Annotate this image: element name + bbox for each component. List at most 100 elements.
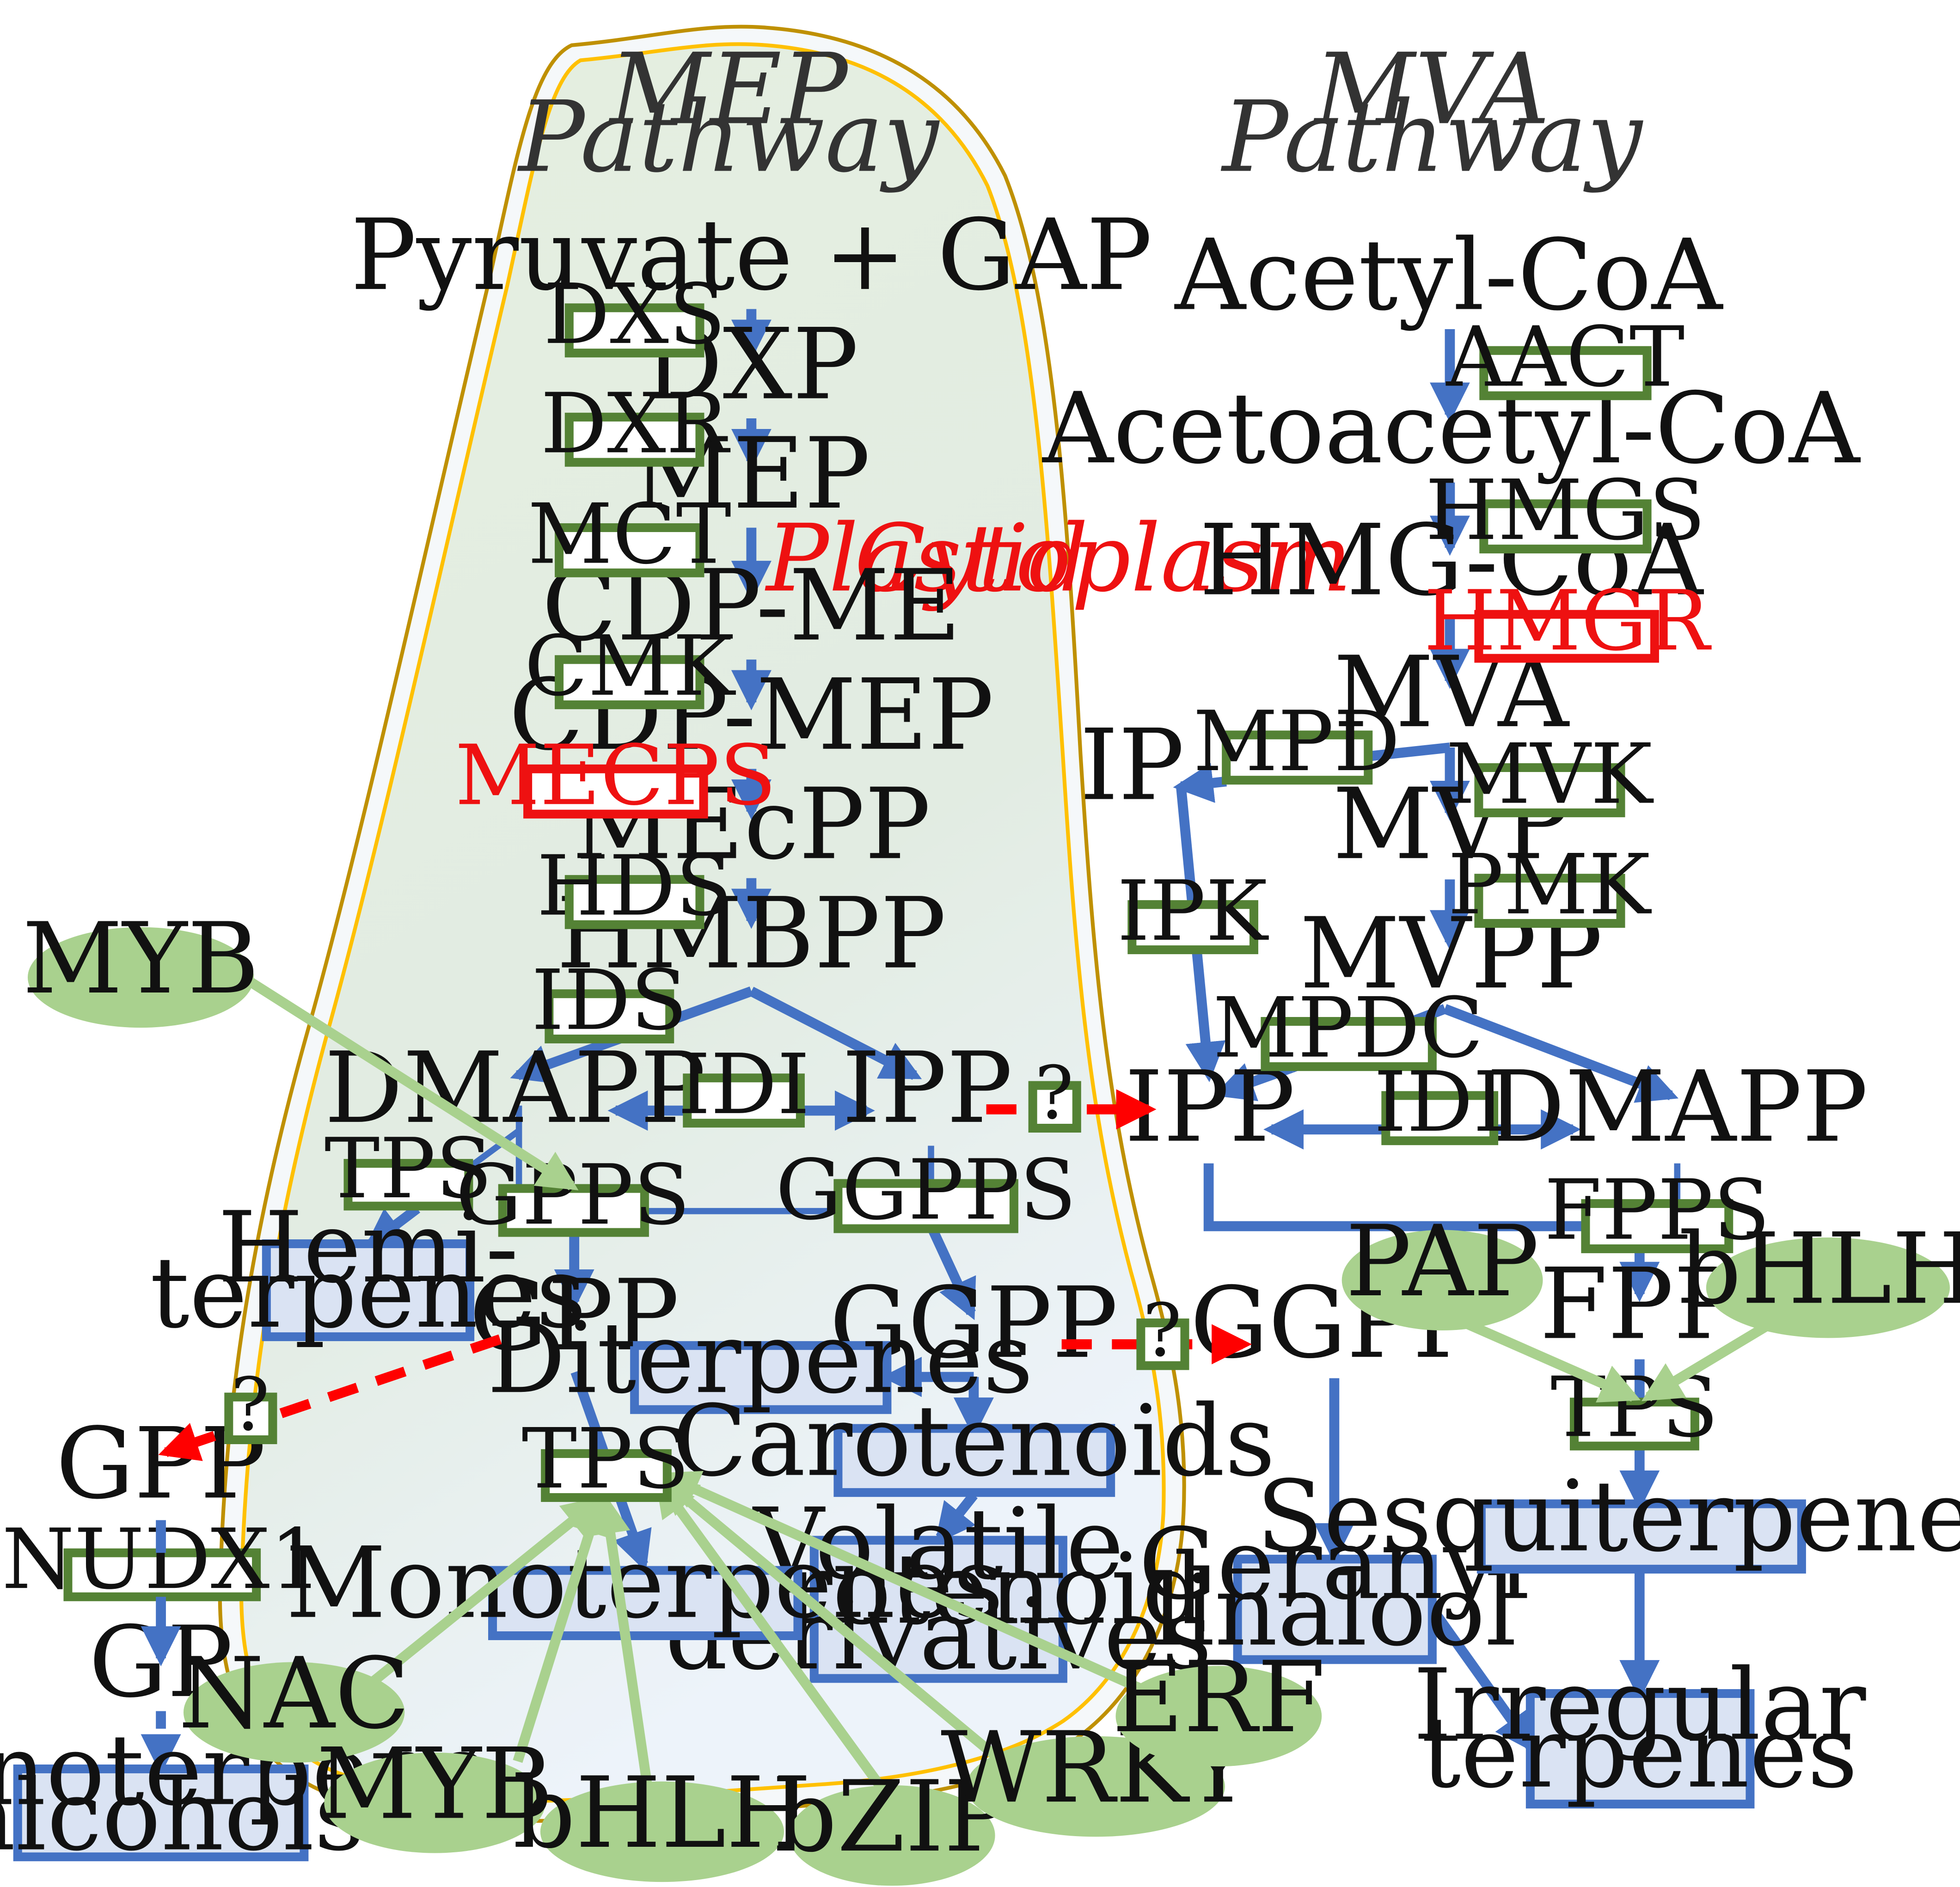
transporter-gpp: ? <box>224 1363 277 1447</box>
svg-text:MCT: MCT <box>527 487 731 583</box>
svg-text:DXR: DXR <box>540 376 730 472</box>
product-sesquiterpenes: Sesquiterpenes <box>1256 1459 1960 1574</box>
enzyme-tps-hemi: TPS <box>325 1121 492 1217</box>
enzyme-ids: IDS <box>532 953 688 1049</box>
svg-text:bHLH: bHLH <box>513 1756 811 1870</box>
enzyme-pmk: PMK <box>1448 837 1652 933</box>
cytoplasm-label: Cytoplasm <box>854 504 1352 613</box>
svg-text:terpenes: terpenes <box>1421 1696 1858 1810</box>
svg-text:IPK: IPK <box>1117 864 1269 960</box>
svg-text:?: ? <box>1035 1051 1074 1136</box>
svg-text:linalool: linalool <box>1152 1553 1517 1667</box>
product-carotenoids: Carotenoids <box>672 1384 1275 1498</box>
product-monoterpenes: Monoterpenes <box>286 1526 1004 1640</box>
svg-text:Irregular: Irregular <box>1413 1648 1866 1762</box>
svg-text:AACT: AACT <box>1445 309 1684 405</box>
svg-text:alcohols: alcohols <box>0 1758 365 1872</box>
svg-text:Geranyl: Geranyl <box>1139 1507 1530 1621</box>
mep-pathway-title: MEP Pathway <box>517 32 940 194</box>
svg-text:MVK: MVK <box>1446 727 1654 823</box>
enzyme-hds: HDS <box>537 838 732 934</box>
svg-text:IDI: IDI <box>1374 1054 1506 1151</box>
svg-text:bHLH: bHLH <box>1678 1212 1960 1326</box>
enzyme-fpps: FPPS <box>1544 1163 1770 1259</box>
svg-text:NAC: NAC <box>178 1636 410 1751</box>
enzyme-cmk: CMK <box>524 619 736 715</box>
product-hemiterpenes: Hemi- terpenes <box>150 1190 587 1350</box>
svg-text:MECPS: MECPS <box>455 728 776 824</box>
enzyme-idi-cytoplasm: IDI <box>1374 1054 1506 1151</box>
product-diterpenes: Diterpenes <box>487 1301 1034 1415</box>
tf-erf: ERF <box>1112 1640 1325 1767</box>
tf-myb-top: MYB <box>22 901 259 1028</box>
svg-text:GGPPS: GGPPS <box>776 1142 1077 1238</box>
svg-text:terpenes: terpenes <box>150 1236 587 1350</box>
enzyme-gpps: GPPS <box>456 1147 691 1244</box>
enzyme-mvk: MVK <box>1446 727 1654 823</box>
svg-text:MVA: MVA <box>1313 32 1550 146</box>
plastid-label: Plastid <box>765 504 1089 613</box>
svg-text:?: ? <box>231 1363 270 1447</box>
svg-text:MYB: MYB <box>22 901 259 1016</box>
tf-bhlh-bottom: bHLH <box>513 1756 811 1882</box>
svg-text:CMK: CMK <box>524 619 736 715</box>
dmapp-plastid: DMAPP <box>325 1031 706 1145</box>
ip: IP <box>1080 708 1184 822</box>
enzyme-dxr: DXR <box>540 376 730 472</box>
svg-text:Pathway: Pathway <box>1220 80 1643 194</box>
svg-text:Pathway: Pathway <box>517 80 940 194</box>
enzyme-ipk: IPK <box>1117 864 1269 960</box>
svg-text:FPPS: FPPS <box>1544 1163 1770 1259</box>
enzyme-dxs: DXS <box>543 267 725 363</box>
enzyme-hmgr: HMGR <box>1424 573 1712 669</box>
svg-text:ERF: ERF <box>1112 1640 1325 1754</box>
svg-text:PMK: PMK <box>1448 837 1652 933</box>
tf-regulation-arrows <box>248 978 1777 1802</box>
svg-text:MYB: MYB <box>316 1727 553 1841</box>
svg-text:TPS: TPS <box>325 1121 492 1217</box>
svg-text:Carotenoids: Carotenoids <box>672 1384 1275 1498</box>
mva-arrows <box>1173 329 1681 1753</box>
tf-pap: PAP <box>1341 1204 1543 1331</box>
svg-text:MEP: MEP <box>608 32 849 146</box>
svg-text:MPDC: MPDC <box>1213 980 1483 1077</box>
mva-pathway-title: MVA Pathway <box>1220 32 1643 194</box>
enzyme-aact: AACT <box>1445 309 1684 405</box>
tf-bhlh-right: bHLH <box>1678 1212 1960 1338</box>
svg-text:Sesquiterpenes: Sesquiterpenes <box>1256 1459 1960 1574</box>
svg-text:Monoterpenes: Monoterpenes <box>286 1526 1004 1640</box>
svg-text:DXS: DXS <box>543 267 725 363</box>
svg-text:?: ? <box>1143 1288 1182 1373</box>
svg-text:Hemi-: Hemi- <box>218 1190 519 1305</box>
product-irregular-terpenes: Irregular terpenes <box>1413 1648 1866 1809</box>
dmapp-cytoplasm: DMAPP <box>1487 1050 1868 1164</box>
enzyme-ggpps: GGPPS <box>776 1142 1077 1238</box>
svg-text:PAP: PAP <box>1346 1204 1539 1318</box>
product-geranyl-linalool: Geranyl linalool <box>1139 1507 1530 1668</box>
enzyme-mct: MCT <box>527 487 731 583</box>
svg-text:HMGS: HMGS <box>1425 463 1705 559</box>
svg-text:MPD: MPD <box>1193 694 1400 790</box>
enzyme-tps-mono: TPS <box>522 1411 690 1507</box>
enzyme-mpdc: MPDC <box>1213 980 1483 1077</box>
svg-text:Diterpenes: Diterpenes <box>487 1301 1034 1415</box>
svg-text:IDS: IDS <box>532 953 688 1049</box>
transporter-ipp: ? <box>1028 1051 1081 1136</box>
svg-text:HMGR: HMGR <box>1424 573 1712 669</box>
svg-text:IDI: IDI <box>678 1037 810 1133</box>
transport-arrows <box>158 1089 1252 1461</box>
tf-myb-bottom: MYB <box>316 1727 553 1853</box>
enzyme-mpd: MPD <box>1193 694 1400 790</box>
enzyme-mecps: MECPS <box>455 728 776 824</box>
acetoacetyl-coa: Acetoacetyl-CoA <box>1041 371 1861 485</box>
svg-text:TPS: TPS <box>522 1411 690 1507</box>
enzyme-hmgs: HMGS <box>1425 463 1705 559</box>
fpp: FPP <box>1540 1247 1740 1361</box>
svg-text:HDS: HDS <box>537 838 732 934</box>
pyruvate-gap: Pyruvate + GAP <box>350 198 1152 312</box>
tf-nac: NAC <box>178 1636 410 1763</box>
ipp-plastid: IPP <box>842 1031 1012 1145</box>
enzyme-idi-plastid: IDI <box>678 1037 810 1133</box>
acetyl-coa: Acetyl-CoA <box>1174 218 1723 332</box>
